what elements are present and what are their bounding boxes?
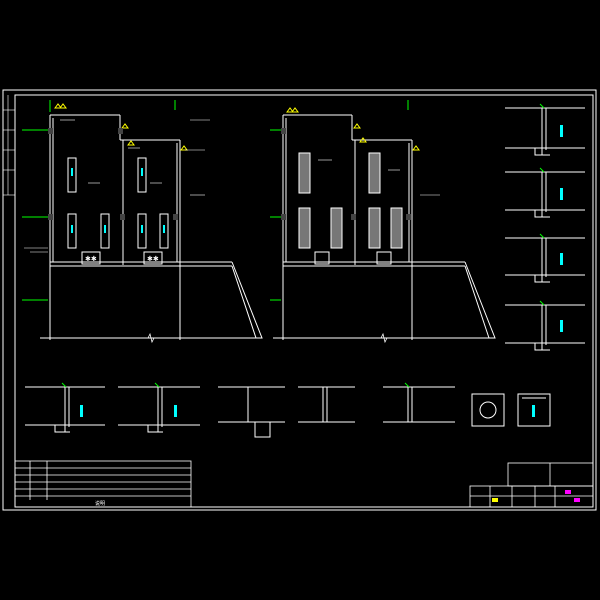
dark-nodes-left xyxy=(48,128,178,220)
yellow-symbols-center xyxy=(286,107,420,151)
notes-label: 说明 xyxy=(95,500,105,507)
section-elevation-left xyxy=(40,114,263,340)
binding-strip xyxy=(3,95,15,196)
detail-row-bottom-accents xyxy=(61,382,535,417)
labels-center xyxy=(318,159,440,196)
section-elevation-center xyxy=(273,114,496,340)
title-block-marks xyxy=(492,490,580,502)
green-markers-center xyxy=(270,100,409,301)
inner-border xyxy=(14,94,594,508)
window-marks-left xyxy=(71,168,165,233)
labels-left xyxy=(24,119,210,253)
dark-nodes-center xyxy=(281,128,411,220)
svg-text:✱✱: ✱✱ xyxy=(147,255,159,263)
title-block xyxy=(469,462,594,508)
panels-center xyxy=(298,152,403,249)
outer-border xyxy=(2,89,597,511)
break-mark-left xyxy=(147,332,155,344)
green-markers-left xyxy=(22,100,176,301)
svg-text:✱✱: ✱✱ xyxy=(85,255,97,263)
detail-column-right-accents xyxy=(539,103,563,332)
detail-row-bottom xyxy=(25,386,551,438)
fixture-stars-left: ✱✱ ✱✱ xyxy=(85,255,159,263)
detail-column-right xyxy=(505,107,585,351)
break-mark-center xyxy=(380,332,388,344)
windows-left xyxy=(67,157,169,249)
fixtures-left xyxy=(81,251,163,265)
notes-table xyxy=(14,460,192,508)
fixtures-center xyxy=(314,251,392,265)
yellow-symbols-left xyxy=(54,103,188,151)
